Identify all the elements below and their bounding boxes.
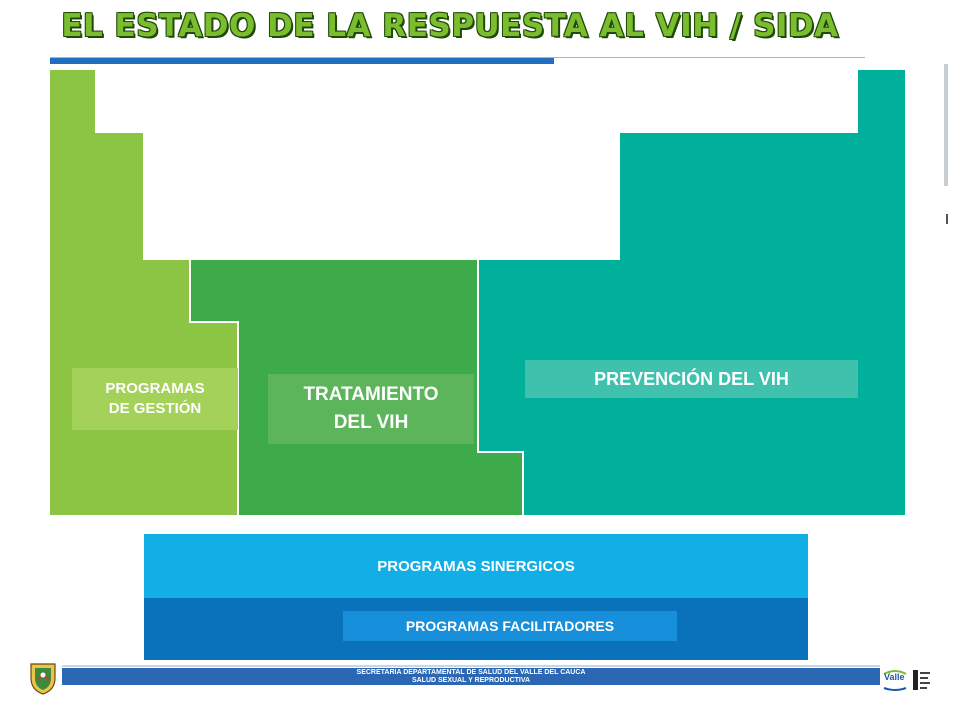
title-rule-thick: [50, 58, 554, 64]
valle-logo-icon: [883, 670, 907, 691]
institution-logo-icon: [913, 670, 930, 690]
label-programas-facilitadores: PROGRAMAS FACILITADORES: [343, 611, 677, 641]
seam-tratamiento-prevencion: [477, 260, 524, 515]
band-programas-sinergicos: PROGRAMAS SINERGICOS: [144, 534, 808, 598]
label-tratamiento-line-2: DEL VIH: [333, 412, 409, 433]
label-tratamiento-del-vih: TRATAMIENTO DEL VIH: [268, 374, 474, 444]
piece-prevencion: [478, 70, 905, 515]
page-title: EL ESTADO DE LA RESPUESTA AL VIH / SIDA: [61, 8, 839, 44]
footer-rule: [62, 665, 880, 667]
label-prevencion-del-vih: PREVENCIÓN DEL VIH: [525, 360, 858, 398]
slide-edge-stripe: [944, 64, 948, 186]
label-gestion-line-1: PROGRAMAS: [105, 380, 205, 397]
label-programas-de-gestion: PROGRAMAS DE GESTIÓN: [72, 368, 238, 430]
label-gestion-line-2: DE GESTIÓN: [108, 400, 202, 417]
slide-edge-tick: [946, 214, 948, 224]
department-crest-icon: [30, 663, 56, 695]
valle-logo-text: Valle: [884, 672, 905, 682]
seam-gestion-tratamiento: [189, 260, 239, 515]
title-rule-thin: [50, 57, 865, 58]
footer-bar: [62, 668, 880, 685]
label-tratamiento-line-1: TRATAMIENTO: [303, 384, 439, 405]
footer-institution: SECRETARIA DEPARTAMENTAL DE SALUD DEL VA…: [356, 669, 586, 676]
footer-program: SALUD SEXUAL Y REPRODUCTIVA: [411, 677, 531, 684]
